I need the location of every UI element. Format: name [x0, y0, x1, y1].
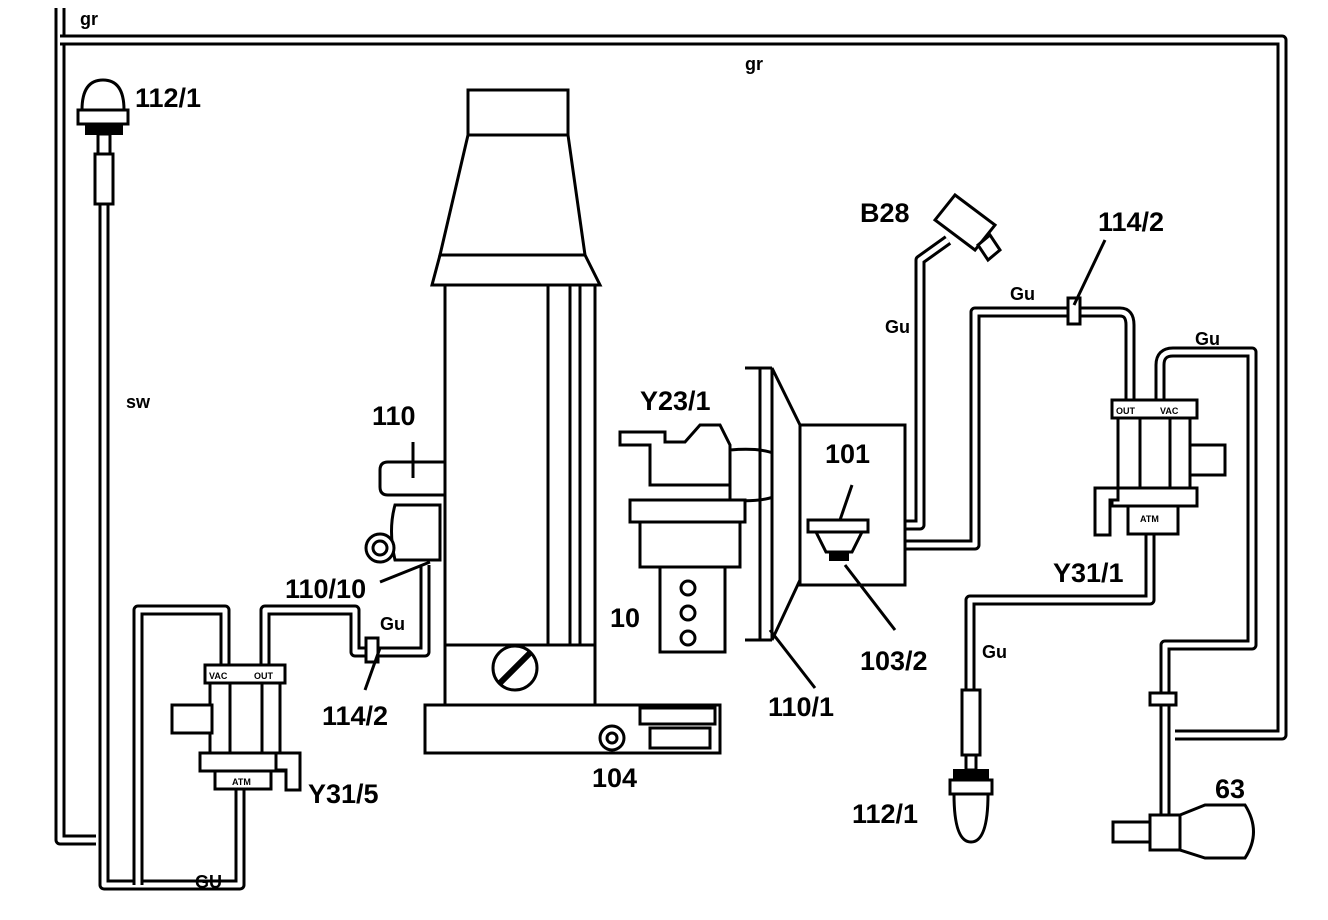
hose-color-label: Gu — [1010, 284, 1035, 304]
port-label: ATM — [232, 777, 251, 787]
hose-sw — [98, 150, 246, 891]
label-101: 101 — [825, 439, 870, 469]
vacuum-unit-101 — [806, 518, 870, 561]
hose-gu-112-1-bottom — [964, 535, 1156, 710]
label-y31-5: Y31/5 — [308, 779, 379, 809]
port-label: VAC — [209, 671, 228, 681]
valve-y31-5 — [170, 663, 302, 792]
hose-gr-loop — [54, 8, 1288, 846]
fitting-110 — [364, 460, 447, 564]
label-103-2: 103/2 — [860, 646, 928, 676]
component-63 — [1111, 803, 1255, 860]
port-label: ATM — [1140, 514, 1159, 524]
hose-color-label: Gu — [380, 614, 405, 634]
leader-lines — [363, 239, 1107, 691]
port-label: VAC — [1160, 406, 1179, 416]
connector-112-1-bottom — [948, 688, 994, 844]
hose-color-label: gr — [80, 9, 98, 29]
label-114-2-left: 114/2 — [322, 701, 388, 731]
label-112-1-bottom: 112/1 — [852, 799, 918, 829]
label-112-1-top: 112/1 — [135, 83, 201, 113]
hose-color-label: Gu — [982, 642, 1007, 662]
hose-color-label: sw — [126, 392, 151, 412]
label-y23-1: Y23/1 — [640, 386, 711, 416]
label-110-10: 110/10 — [285, 574, 366, 604]
label-63: 63 — [1215, 774, 1245, 804]
bracket-110-1 — [745, 366, 907, 642]
label-104: 104 — [592, 763, 637, 793]
hose-color-label: gr — [745, 54, 763, 74]
hose-color-label: GU — [195, 872, 222, 892]
t-fitting-63 — [1148, 691, 1178, 707]
port-label: OUT — [254, 671, 274, 681]
connector-112-1-top — [76, 78, 130, 206]
hose-color-label: Gu — [885, 317, 910, 337]
label-10: 10 — [610, 603, 640, 633]
actuator-y23-1 — [618, 423, 792, 654]
hose-color-label: Gu — [1195, 329, 1220, 349]
label-y31-1: Y31/1 — [1053, 558, 1124, 588]
hose-gu-y31-1-vac — [1154, 346, 1258, 840]
tower-assembly — [423, 88, 722, 755]
label-b28: B28 — [860, 198, 910, 228]
hose-gu-114-2-right — [860, 306, 1136, 551]
sensor-b28 — [932, 192, 1002, 263]
label-110: 110 — [372, 401, 416, 431]
hose-gu-y31-5-vac — [132, 604, 231, 885]
valve-y31-1 — [1093, 398, 1227, 537]
label-110-1: 110/1 — [768, 692, 834, 722]
t-fitting-114-2-right — [1066, 296, 1082, 326]
label-114-2-right: 114/2 — [1098, 207, 1164, 237]
port-label: OUT — [1116, 406, 1136, 416]
hose-gu-y31-5-out — [259, 565, 431, 665]
